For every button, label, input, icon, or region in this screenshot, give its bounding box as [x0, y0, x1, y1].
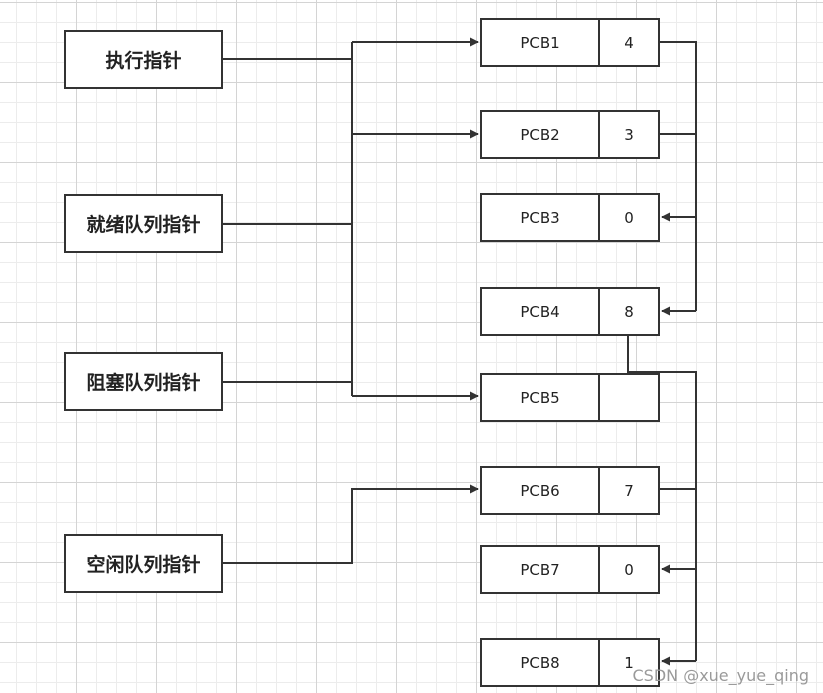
pcb-block: PCB3 0: [480, 193, 660, 242]
pcb-name: PCB6: [482, 468, 600, 513]
free-queue-pointer-box: 空闲队列指针: [64, 534, 223, 593]
pcb-next-value: [600, 375, 658, 420]
pcb-block: PCB5: [480, 373, 660, 422]
pcb-name: PCB8: [482, 640, 600, 685]
pcb-name: PCB1: [482, 20, 600, 65]
pcb-next-value: 3: [624, 125, 634, 144]
pcb-next-value: 8: [624, 302, 634, 321]
watermark: CSDN @xue_yue_qing: [632, 666, 809, 685]
pcb-name: PCB2: [482, 112, 600, 157]
pcb-next-value: 7: [624, 481, 634, 500]
exec-pointer-label: 执行指针: [105, 50, 182, 72]
pcb-next-value: 0: [624, 208, 634, 227]
free-queue-pointer-label: 空闲队列指针: [86, 554, 201, 576]
pcb-block: PCB2 3: [480, 110, 660, 159]
pcb-block: PCB4 8: [480, 287, 660, 336]
free-connector: [223, 484, 479, 564]
ready-chain-line: [660, 41, 697, 311]
pcb-next-value: 4: [624, 33, 634, 52]
pcb-next-value: 1: [624, 653, 634, 672]
blocked-queue-pointer-box: 阻塞队列指针: [64, 352, 223, 411]
pcb-block: PCB1 4: [480, 18, 660, 67]
pcb-name: PCB3: [482, 195, 600, 240]
blocked-queue-pointer-label: 阻塞队列指针: [86, 372, 201, 394]
ready-queue-pointer-label: 就绪队列指针: [86, 214, 201, 236]
pcb-name: PCB4: [482, 289, 600, 334]
exec-pointer-box: 执行指针: [64, 30, 223, 89]
pcb-block: PCB8 1: [480, 638, 660, 687]
pcb-next-value: 0: [624, 560, 634, 579]
ready-queue-pointer-box: 就绪队列指针: [64, 194, 223, 253]
pcb-block: PCB6 7: [480, 466, 660, 515]
pcb-name: PCB7: [482, 547, 600, 592]
pcb-block: PCB7 0: [480, 545, 660, 594]
pcb-name: PCB5: [482, 375, 600, 420]
